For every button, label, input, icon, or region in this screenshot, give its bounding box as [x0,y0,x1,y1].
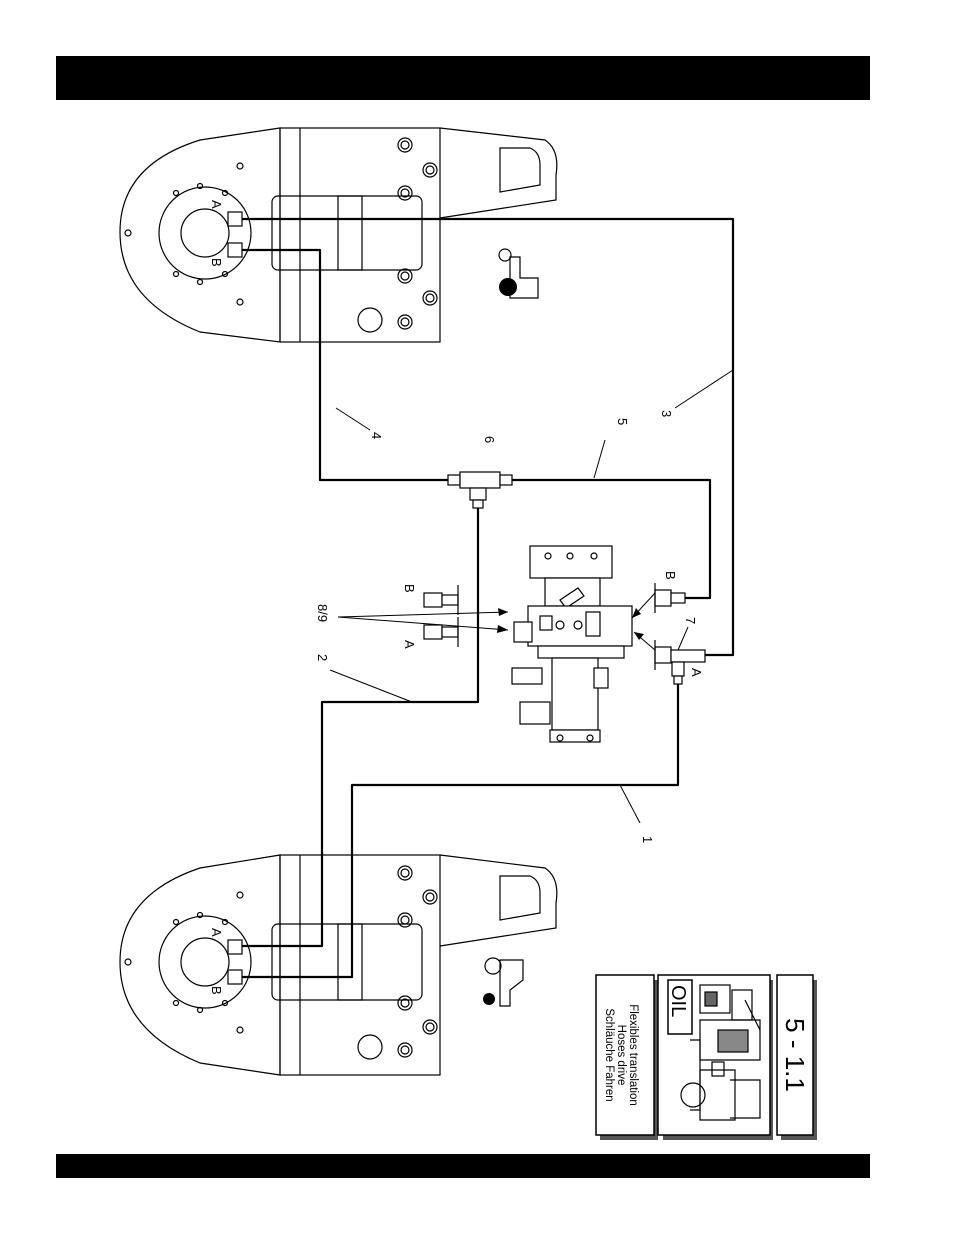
legend-title-fr: Flexibles translation [627,1004,639,1106]
leader-4 [336,408,370,430]
hose-2 [242,505,478,946]
callout-1: 1 [640,836,655,843]
track-frame-bottom [120,855,557,1075]
leader-1 [620,785,640,823]
callout-8-9: 8/9 [315,604,330,622]
sensor-dot-bottom [483,993,495,1005]
hose-4 [242,250,450,480]
port-label-fitting-a: A [402,640,417,649]
leader-8-9-a [338,612,508,617]
callout-5: 5 [615,418,630,425]
port-label-motor-bottom-b: B [209,986,224,995]
legend-title-de: Schläuche Fahren [603,1008,615,1101]
leader-2 [330,670,412,702]
tee-fitting-6 [448,472,512,508]
callout-4: 4 [369,432,384,439]
port-label-valve-a: A [689,668,704,677]
leader-8-9-b [338,617,508,630]
leader-5 [594,440,605,478]
hose-5 [510,480,710,598]
control-valve-block [512,546,632,742]
sensor-dot-top [499,278,517,296]
section-number: 5 - 1.1 [780,1018,810,1092]
oil-label: OIL [667,985,689,1017]
leader-7 [678,627,688,650]
port-label-motor-top-a: A [209,200,224,209]
leader-3 [675,370,733,408]
hose-1 [242,682,678,977]
callout-6: 6 [482,436,497,443]
port-label-motor-top-b: B [209,258,224,267]
port-label-motor-bottom-a: A [209,928,224,937]
port-label-fitting-b: B [402,584,417,593]
port-label-valve-b: B [663,571,678,580]
callout-2: 2 [315,654,330,661]
legend-title-en: Hoses drive [615,1025,627,1086]
callout-3: 3 [659,410,674,417]
track-frame-top [120,128,557,342]
callout-7: 7 [683,617,698,624]
